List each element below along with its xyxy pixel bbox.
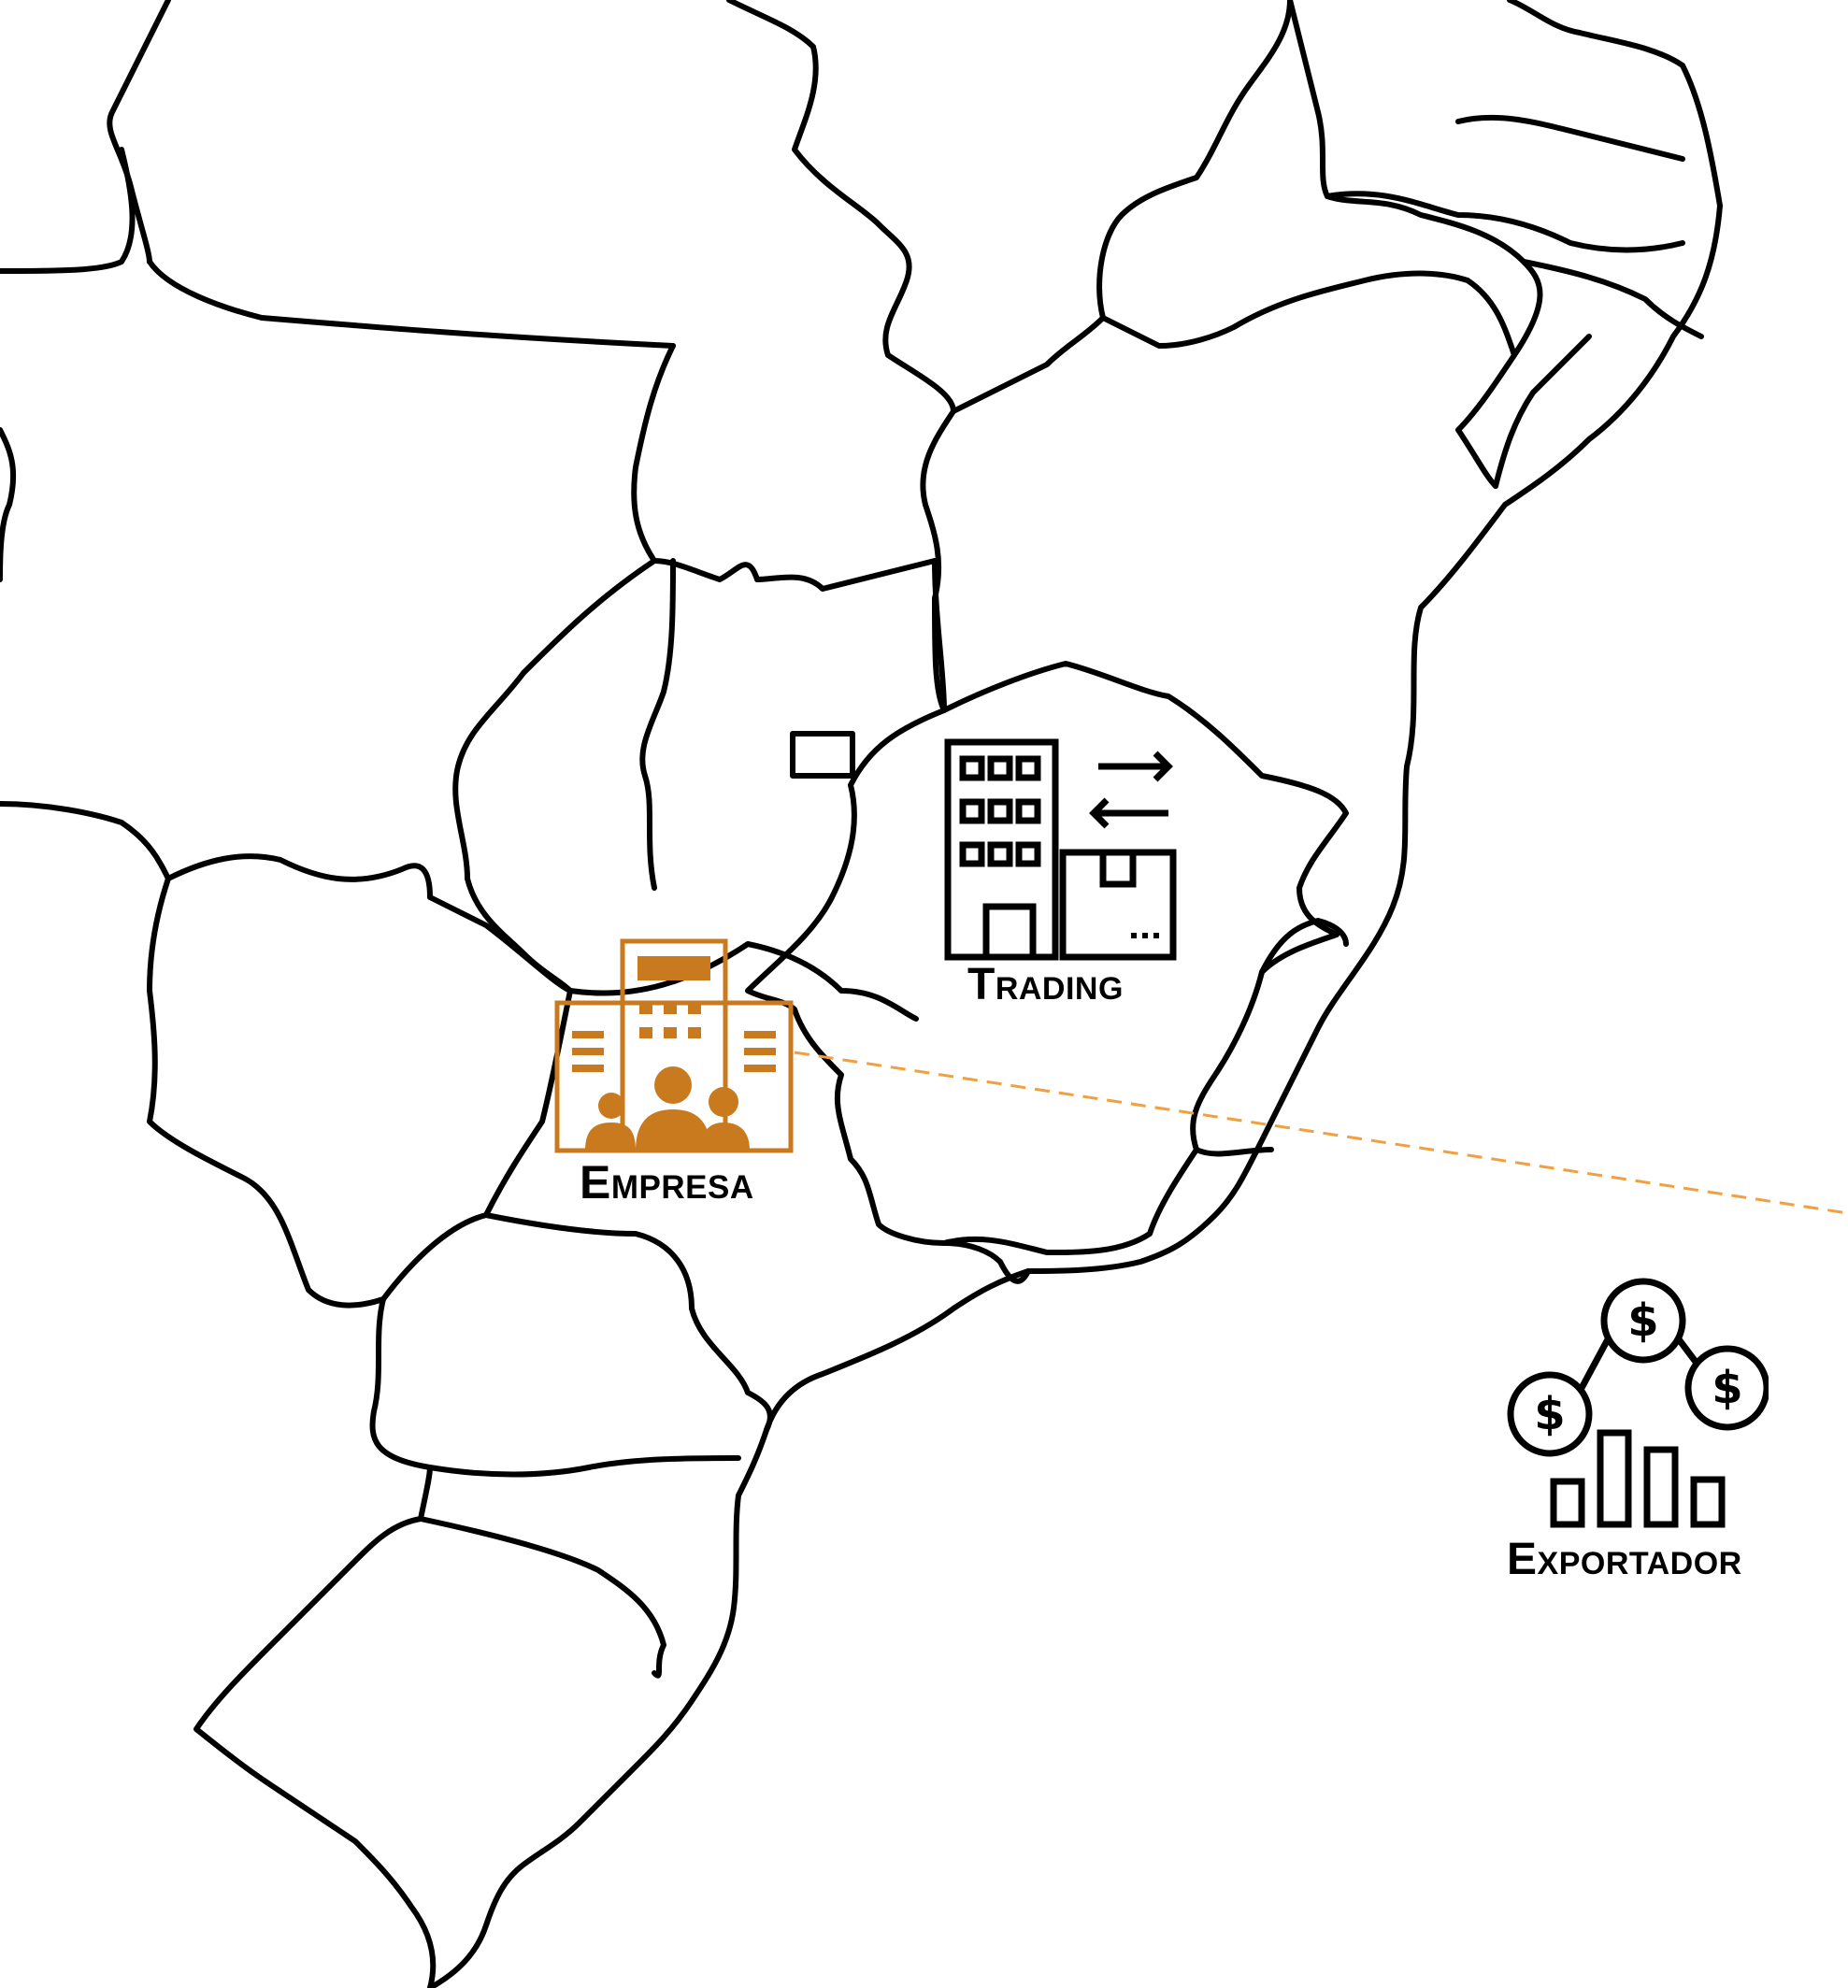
ro-border <box>0 427 17 582</box>
empresa-marker <box>553 937 796 1156</box>
ne-small-borders <box>1325 114 1704 489</box>
building-exchange-icon <box>944 738 1177 961</box>
pr-west-border <box>369 1296 433 1470</box>
southwest-border <box>193 1516 437 1988</box>
rs-sc-border <box>418 1516 666 1679</box>
route-line <box>794 1051 1848 1215</box>
mt-border <box>0 147 676 891</box>
coastline <box>427 0 1723 1988</box>
empresa-label: Empresa <box>580 1156 754 1209</box>
state-borders <box>0 0 1723 1988</box>
pi-ma-border <box>1096 0 1293 321</box>
am-pa-border <box>107 0 171 265</box>
exportador-marker: $ $ $ <box>1507 1276 1770 1528</box>
office-building-people-icon <box>554 938 794 1153</box>
trading-marker <box>944 738 1178 963</box>
trading-label: Trading <box>967 960 1124 1009</box>
ce-pi-border <box>1287 0 1543 358</box>
svg-text:$: $ <box>1534 1388 1565 1440</box>
sp-rj-border <box>941 1240 1031 1284</box>
es-border <box>1194 918 1349 1157</box>
svg-text:$: $ <box>1627 1294 1658 1347</box>
svg-text:$: $ <box>1712 1362 1742 1414</box>
mg-border <box>745 661 1349 1255</box>
dollar-coins-bar-chart-icon: $ $ $ <box>1507 1278 1770 1528</box>
ba-border <box>932 270 1517 713</box>
sc-pr-border <box>418 1455 741 1522</box>
exportador-label: Exportador <box>1507 1535 1742 1584</box>
ms-border <box>147 853 573 1309</box>
to-border <box>726 0 956 713</box>
df-border <box>790 731 855 779</box>
pa-to-border <box>631 343 938 592</box>
pr-sp-border <box>380 1212 773 1433</box>
go-border <box>452 558 919 1022</box>
